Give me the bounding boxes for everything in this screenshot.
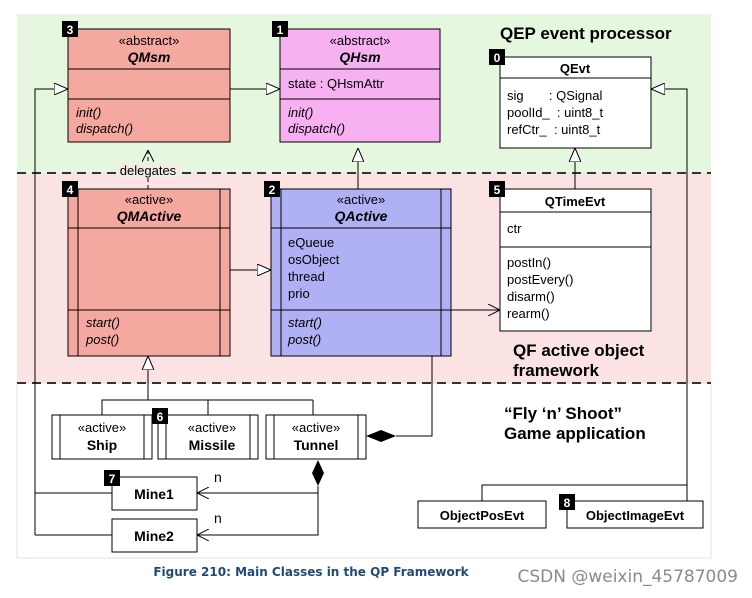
qhsm-number-badge <box>272 21 288 37</box>
gen-game-qmactive <box>101 356 148 415</box>
qactive-op-start: start() <box>288 315 322 330</box>
class-qactive: «active» QActive eQueue osObject thread … <box>264 181 452 357</box>
class-objectposevt: ObjectPosEvt <box>417 500 547 529</box>
mine1-name: Mine1 <box>134 486 174 502</box>
qmsm-number: 3 <box>67 23 74 37</box>
composition-tunnel-qactive <box>396 356 433 437</box>
qmsm-name: QMsm <box>128 49 171 65</box>
class-missile: «active» Missile 6 <box>152 408 259 460</box>
figure-caption: Figure 210: Main Classes in the QP Frame… <box>0 565 752 579</box>
qevt-attr-poolid: poolId_ : uint8_t <box>507 105 604 120</box>
qhsm-number: 1 <box>277 23 284 37</box>
objectimageevt-number-badge <box>559 494 575 510</box>
qep-title: QEP event processor <box>500 24 672 43</box>
class-ship: «active» Ship <box>51 414 153 460</box>
objectimageevt-name: ObjectImageEvt <box>586 508 685 523</box>
delegates-label: delegates <box>120 163 177 178</box>
qevt-number-badge <box>489 49 505 65</box>
qtimeevt-number-badge <box>489 181 505 197</box>
qactive-attr-thread: thread <box>288 269 325 284</box>
game-title-line2: Game application <box>504 424 646 443</box>
qf-title-line2: framework <box>513 361 600 380</box>
class-qhsm: «abstract» QHsm state : QHsmAttr init() … <box>272 21 441 143</box>
gen-mines-qmsm <box>34 89 112 494</box>
qmactive-op-start: start() <box>86 315 120 330</box>
class-qevt: QEvt sig : QSignal poolId_ : uint8_t ref… <box>489 49 652 149</box>
qmactive-name: QMActive <box>117 208 182 224</box>
ship-name: Ship <box>87 437 117 453</box>
qevt-name: QEvt <box>560 61 591 76</box>
tunnel-name: Tunnel <box>294 437 339 453</box>
class-qmactive: «active» QMActive start() post() 4 <box>62 181 231 357</box>
qhsm-name: QHsm <box>339 49 380 65</box>
qactive-attr-equeue: eQueue <box>288 235 334 250</box>
mine1-number-badge <box>104 470 120 486</box>
qmsm-op-init: init() <box>76 105 101 120</box>
class-qtimeevt: QTimeEvt ctr postIn() postEvery() disarm… <box>489 181 652 332</box>
multiplicity-mine2: n <box>214 510 222 526</box>
qtimeevt-op-rearm: rearm() <box>507 306 550 321</box>
qactive-attr-prio: prio <box>288 286 310 301</box>
qtimeevt-attr-ctr: ctr <box>507 221 522 236</box>
qactive-name: QActive <box>335 208 388 224</box>
missile-number: 6 <box>157 410 164 424</box>
tunnel-stereotype: «active» <box>292 420 340 435</box>
qtimeevt-op-disarm: disarm() <box>507 289 555 304</box>
qevt-number: 0 <box>494 51 501 65</box>
composition-diamond-qactive <box>366 430 396 442</box>
qmsm-stereotype: «abstract» <box>119 33 180 48</box>
qevt-attr-refctr: refCtr_ : uint8_t <box>507 122 601 137</box>
qtimeevt-op-postevery: postEvery() <box>507 272 573 287</box>
qmsm-number-badge <box>62 21 78 37</box>
missile-name: Missile <box>189 437 236 453</box>
missile-stereotype: «active» <box>188 420 236 435</box>
qevt-attr-sig: sig : QSignal <box>507 88 602 103</box>
class-objectimageevt: ObjectImageEvt 8 <box>559 494 704 529</box>
class-mine1: Mine1 7 <box>104 470 198 511</box>
qactive-number-badge <box>264 181 280 197</box>
qactive-attr-osobject: osObject <box>288 252 340 267</box>
mine2-name: Mine2 <box>134 528 174 544</box>
qhsm-attr-state: state : QHsmAttr <box>288 76 385 91</box>
missile-number-badge <box>152 408 168 424</box>
qmactive-op-post: post() <box>85 332 119 347</box>
game-title-line1: “Fly ‘n’ Shoot” <box>504 404 622 423</box>
qhsm-op-init: init() <box>288 105 313 120</box>
qmactive-number: 4 <box>67 183 74 197</box>
assoc-tunnel-mine2 <box>197 486 319 535</box>
caption-text: Figure 210: Main Classes in the QP Frame… <box>153 565 469 579</box>
qactive-op-post: post() <box>287 332 321 347</box>
qtimeevt-op-postin: postIn() <box>507 255 551 270</box>
gen-events-qevt <box>651 89 688 501</box>
gen-objposevt-branch <box>481 484 687 501</box>
composition-diamond-mines <box>312 460 324 486</box>
qf-title-line1: QF active object <box>513 341 645 360</box>
class-qmsm: «abstract» QMsm init() dispatch() 3 <box>62 21 231 143</box>
mine1-number: 7 <box>109 472 116 486</box>
watermark: CSDN @weixin_45787009 <box>517 567 738 587</box>
class-mine2: Mine2 <box>111 518 198 553</box>
qactive-stereotype: «active» <box>337 192 385 207</box>
objectposevt-name: ObjectPosEvt <box>440 508 525 523</box>
qmactive-number-badge <box>62 181 78 197</box>
multiplicity-mine1: n <box>214 469 222 485</box>
qmsm-op-dispatch: dispatch() <box>76 121 133 136</box>
qhsm-op-dispatch: dispatch() <box>288 121 345 136</box>
objectimageevt-number: 8 <box>564 496 571 510</box>
class-tunnel: «active» Tunnel <box>265 414 367 460</box>
qhsm-stereotype: «abstract» <box>330 33 391 48</box>
qtimeevt-name: QTimeEvt <box>545 194 606 209</box>
qmactive-stereotype: «active» <box>125 192 173 207</box>
qtimeevt-number: 5 <box>494 183 501 197</box>
ship-stereotype: «active» <box>78 420 126 435</box>
qactive-number: 2 <box>269 183 276 197</box>
